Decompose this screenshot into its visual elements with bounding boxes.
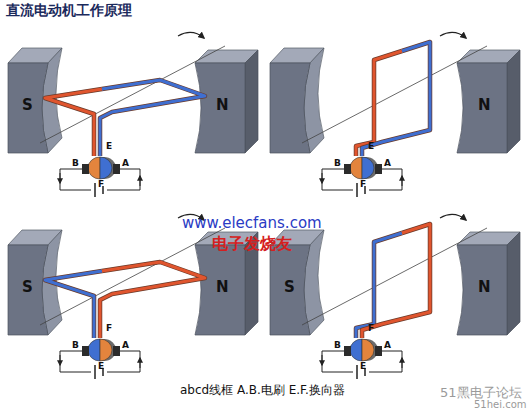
current-arrow (140, 358, 141, 368)
rotation-axis (302, 46, 487, 143)
watermark: 51hei.com (474, 400, 527, 410)
motor-panel (8, 32, 258, 197)
coil-wire (45, 271, 102, 338)
watermark: 51黑电子论坛 (440, 386, 522, 399)
brush-label: A (384, 159, 391, 168)
coil-wire-outline (100, 80, 205, 156)
rotation-axis (302, 228, 487, 325)
commutator-label: F (106, 324, 112, 333)
watermark: 电子发烧友 (212, 236, 292, 252)
commutator-half (362, 339, 374, 361)
magnet-front (270, 63, 310, 153)
brush (344, 346, 351, 356)
commutator-label: E (106, 142, 112, 151)
commutator-label: E (98, 362, 104, 371)
coil-wire (100, 80, 205, 156)
commutator-half (88, 157, 100, 179)
brush-label: B (334, 341, 341, 350)
magnet-side (507, 232, 520, 335)
commutator-label: F (360, 180, 366, 189)
brush (375, 346, 382, 356)
coil-wire (100, 262, 205, 338)
magnet-front (8, 63, 48, 153)
commutator-label: E (360, 362, 366, 371)
brush (344, 164, 351, 174)
magnet-pole: N (478, 98, 491, 113)
commutator-half (350, 157, 362, 179)
brush-label: B (72, 159, 79, 168)
magnet-side (507, 50, 520, 153)
commutator-half (350, 339, 362, 361)
coil-wire (45, 89, 102, 156)
magnet-front (457, 63, 507, 153)
magnet-pole: N (216, 280, 229, 295)
current-arrow (60, 355, 61, 365)
commutator-half (100, 339, 112, 361)
commutator-label: E (368, 142, 374, 151)
magnet-front (8, 245, 48, 335)
brush (82, 164, 89, 174)
brush-label: A (384, 341, 391, 350)
current-arrow (402, 358, 403, 368)
diagram-title: 直流电动机工作原理 (6, 3, 132, 17)
coil-wire (362, 42, 430, 156)
current-arrow (322, 355, 323, 365)
magnet-pole: N (478, 280, 491, 295)
magnet-side (245, 50, 258, 153)
brush-label: A (122, 159, 129, 168)
commutator-half (100, 157, 112, 179)
coil-wire (362, 224, 430, 338)
magnet-pole: N (216, 98, 229, 113)
magnet-pole: S (22, 280, 33, 295)
rotation-arrow (440, 214, 466, 220)
coil-wire-outline (100, 262, 205, 338)
commutator-half (88, 339, 100, 361)
rotation-arrow (178, 32, 204, 38)
magnet-front (457, 245, 507, 335)
brush (113, 346, 120, 356)
current-arrow (60, 173, 61, 183)
commutator-half (362, 157, 374, 179)
coil-wire-outline (362, 224, 430, 338)
motor-panel (270, 32, 520, 197)
brush-label: B (334, 159, 341, 168)
brush (82, 346, 89, 356)
diagram-caption: abcd线框 A.B.电刷 E.F.换向器 (180, 384, 345, 396)
commutator-label: F (368, 324, 374, 333)
brush-label: B (72, 341, 79, 350)
current-arrow (140, 176, 141, 186)
magnet-front (195, 63, 245, 153)
brush (113, 164, 120, 174)
coil-wire-outline (362, 42, 430, 156)
watermark: www.elecfans.com (182, 216, 322, 231)
coil-wire-outline (45, 89, 102, 156)
magnet-front (195, 245, 245, 335)
motor-panel (270, 214, 520, 379)
brush (375, 164, 382, 174)
current-arrow (402, 176, 403, 186)
rotation-arrow (440, 32, 466, 38)
magnet-pole: S (284, 280, 295, 295)
brush-label: A (122, 341, 129, 350)
commutator-label: F (98, 180, 104, 189)
magnet-pole: S (22, 98, 33, 113)
coil-wire-outline (45, 271, 102, 338)
magnet-front (270, 245, 310, 335)
current-arrow (322, 173, 323, 183)
